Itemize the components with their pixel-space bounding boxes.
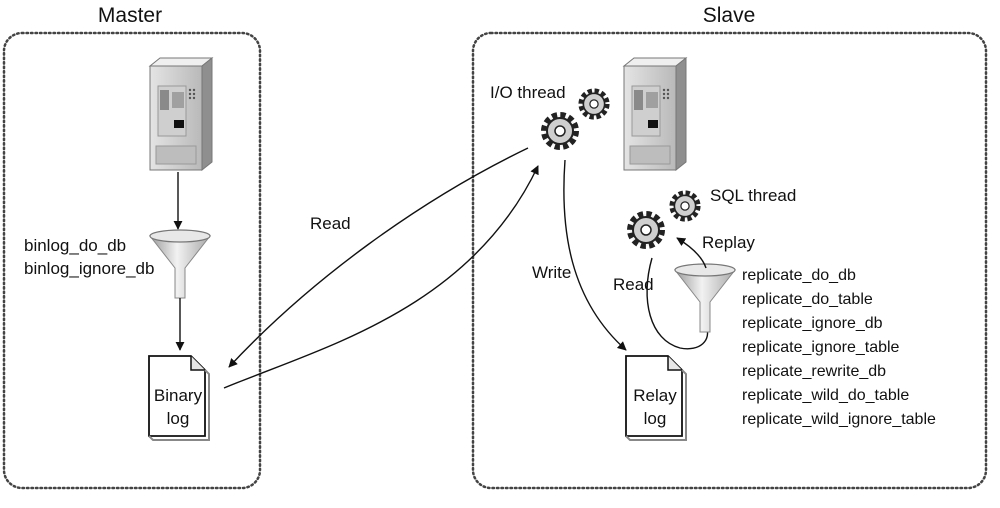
io-thread-gear-icon-small — [581, 91, 607, 117]
master-title: Master — [98, 4, 162, 27]
replicate-filter-item: replicate_wild_do_table — [742, 387, 909, 404]
arrow-replay-to-sql-thread — [676, 237, 707, 269]
slave-container — [471, 31, 988, 490]
replicate-filter-item: replicate_wild_ignore_table — [742, 411, 936, 428]
write-label: Write — [532, 263, 571, 282]
master-container — [2, 31, 262, 490]
read-label-master: Read — [310, 214, 351, 233]
replicate-filter-item: replicate_ignore_db — [742, 315, 883, 332]
binary-log-label-line1: Binary — [154, 386, 203, 405]
arrow-read-to-binlog — [228, 147, 529, 368]
arrow-write-to-relay — [563, 159, 627, 351]
slave-server-icon — [623, 57, 687, 171]
replicate-filter-item: replicate_do_db — [742, 267, 856, 284]
sql-thread-gear-icon-large — [630, 214, 662, 246]
arrow-read-from-binlog — [223, 165, 539, 389]
replicate-filter-item: replicate_ignore_table — [742, 339, 900, 356]
io-thread-gear-icon-large — [544, 115, 576, 147]
slave-title: Slave — [703, 4, 756, 27]
filter-label-binlog-ignore-db: binlog_ignore_db — [24, 259, 154, 278]
master-server-icon — [149, 57, 213, 171]
relay-log-label-line2: log — [644, 409, 667, 428]
arrow-read-relay-loop — [646, 257, 709, 350]
relay-log-label-line1: Relay — [633, 386, 677, 405]
replicate-filter-funnel-icon — [674, 263, 736, 333]
sql-thread-label: SQL thread — [710, 186, 796, 205]
replicate-filter-item: replicate_rewrite_db — [742, 363, 886, 380]
sql-thread-gear-icon-small — [672, 193, 698, 219]
binary-log-label-line2: log — [167, 409, 190, 428]
binlog-filter-funnel-icon — [149, 229, 211, 299]
read-label-relay: Read — [613, 275, 654, 294]
replay-label: Replay — [702, 233, 755, 252]
replicate-filter-item: replicate_do_table — [742, 291, 873, 308]
io-thread-label: I/O thread — [490, 83, 566, 102]
filter-label-binlog-do-db: binlog_do_db — [24, 236, 126, 255]
